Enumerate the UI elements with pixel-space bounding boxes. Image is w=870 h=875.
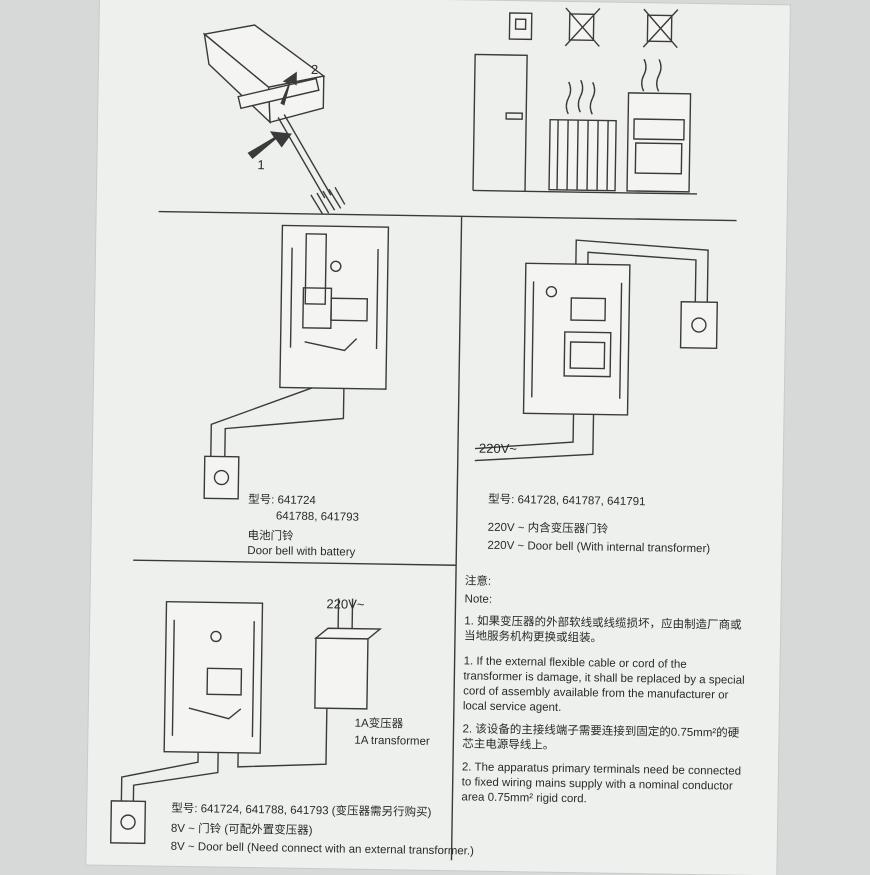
internal-transformer-model-label: 型号: 641728, 641787, 641791	[488, 493, 646, 509]
divider-top	[158, 210, 737, 222]
battery-doorbell-wiring	[203, 224, 390, 500]
step-number-1: 1	[257, 157, 265, 173]
internal-transformer-voltage: 220V~	[478, 440, 518, 457]
divider-vertical	[450, 216, 463, 861]
step-number-2: 2	[310, 61, 319, 78]
battery-model-title-cn: 电池门铃	[247, 529, 294, 543]
transformer-label-cn: 1A变压器	[354, 717, 404, 731]
note-2-en: 2. The apparatus primary terminals need …	[461, 761, 742, 806]
transformer-label-en: 1A transformer	[354, 734, 430, 748]
battery-insert-illustration	[202, 24, 346, 215]
battery-model-title-en: Door bell with battery	[247, 544, 356, 559]
note-1-en: 1. If the external flexible cable or cor…	[462, 655, 745, 714]
notes-heading-cn: 注意:	[464, 575, 492, 588]
instruction-sheet: 1 2 型号: 641724 641788, 641793 电池门铃 Door …	[86, 0, 790, 875]
instruction-diagrams	[110, 7, 737, 861]
battery-model-label-line2: 641788, 641793	[275, 510, 360, 524]
note-2-cn: 2. 该设备的主接线端子需要连接到固定的0.75mm²的硬芯主电源导线上。	[462, 723, 740, 752]
divider-left	[133, 559, 457, 566]
note-1-cn: 1. 如果变压器的外部软线或线缆损坏，应由制造厂商或当地服务机构更换或组装。	[463, 615, 742, 645]
internal-transformer-title-cn: 220V ~ 内含变压器门铃	[487, 521, 609, 536]
external-transformer-voltage: 220V~	[326, 596, 365, 612]
placement-illustration	[472, 7, 697, 195]
notes-heading-en: Note:	[464, 593, 493, 606]
external-transformer-title-cn: 8V ~ 门铃 (可配外置变压器)	[170, 822, 313, 838]
battery-model-label: 型号: 641724	[248, 493, 316, 508]
external-transformer-doorbell-wiring	[110, 598, 383, 845]
internal-transformer-doorbell-wiring	[474, 239, 718, 462]
